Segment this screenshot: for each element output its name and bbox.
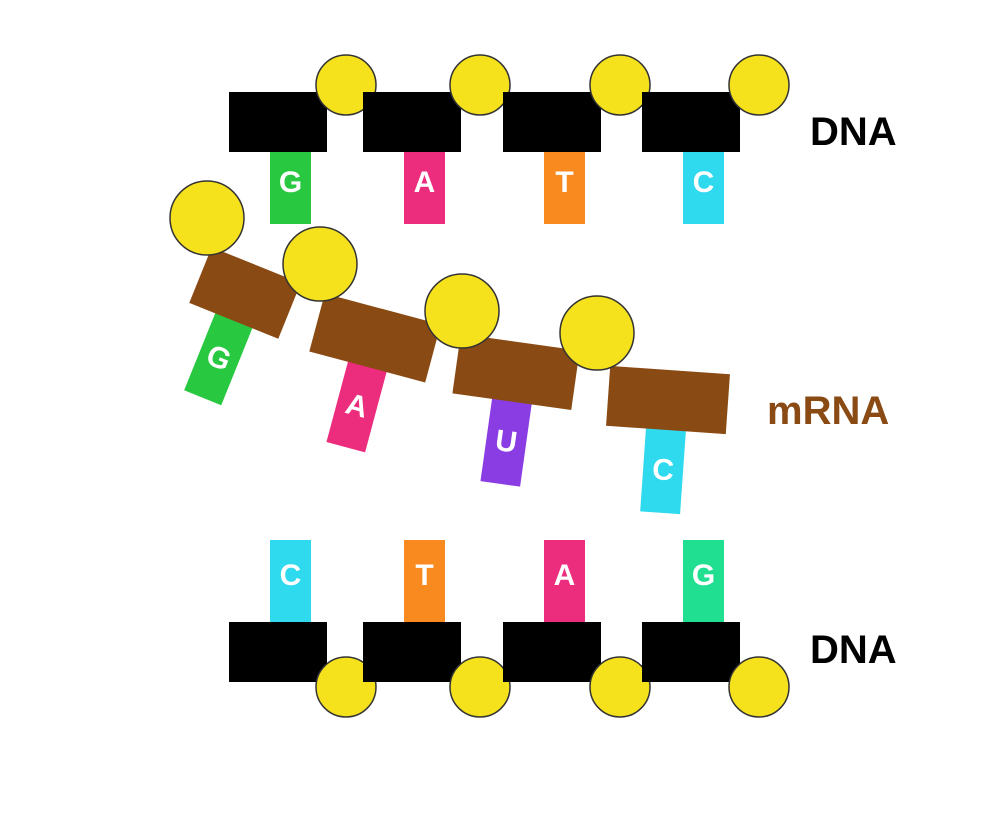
phosphate-circle bbox=[449, 656, 511, 718]
base-block bbox=[404, 150, 445, 224]
base-block bbox=[683, 150, 724, 224]
base-block bbox=[184, 308, 255, 406]
nucleotide-base-G: G bbox=[683, 540, 724, 622]
base-block bbox=[270, 540, 311, 622]
sugar-block bbox=[363, 92, 461, 152]
mrna-nucleotide: C bbox=[606, 365, 730, 515]
phosphate-circle bbox=[449, 54, 511, 116]
base-block bbox=[480, 393, 533, 487]
base-block bbox=[683, 540, 724, 622]
nucleotide-base-T: T bbox=[404, 540, 445, 622]
base-letter: U bbox=[493, 424, 519, 460]
sugar-block bbox=[363, 622, 461, 682]
mrna-nucleotide: U bbox=[452, 333, 580, 487]
ribose-block bbox=[309, 293, 441, 383]
base-block bbox=[544, 540, 585, 622]
phosphate-circle bbox=[589, 656, 651, 718]
nucleotide-base-C: C bbox=[270, 540, 311, 622]
mrna-nucleotide: A bbox=[309, 293, 441, 453]
nucleotide-base-A: A bbox=[544, 540, 585, 622]
mrna-nucleotide: G bbox=[184, 247, 301, 406]
phosphate-circle bbox=[728, 54, 790, 116]
base-letter: C bbox=[693, 166, 715, 199]
nucleotide-base-G: G bbox=[270, 150, 311, 224]
nucleotide-base-U: U bbox=[480, 393, 533, 487]
nucleotide-base-A: A bbox=[404, 150, 445, 224]
base-letter: G bbox=[692, 559, 715, 592]
base-letter: T bbox=[415, 559, 433, 592]
base-letter: C bbox=[651, 453, 675, 487]
phosphate-circle bbox=[282, 226, 358, 302]
top-dna-label: DNA bbox=[810, 110, 897, 154]
ribose-block bbox=[606, 365, 730, 435]
nucleotide-base-T: T bbox=[544, 150, 585, 224]
sugar-block bbox=[642, 92, 740, 152]
base-letter: G bbox=[279, 166, 302, 199]
base-letter: C bbox=[280, 559, 302, 592]
phosphate-circle bbox=[315, 54, 377, 116]
base-block bbox=[544, 150, 585, 224]
phosphate-circle bbox=[559, 295, 635, 371]
bottom-dna-label: DNA bbox=[810, 628, 897, 672]
phosphate-circle bbox=[169, 180, 245, 256]
phosphate-circle bbox=[728, 656, 790, 718]
ribose-block bbox=[189, 247, 301, 339]
nucleotide-base-C: C bbox=[640, 423, 687, 515]
sugar-block bbox=[642, 622, 740, 682]
base-letter: A bbox=[554, 559, 576, 592]
nucleotide-base-A: A bbox=[326, 356, 388, 453]
sugar-block bbox=[503, 622, 601, 682]
sugar-block bbox=[229, 92, 327, 152]
base-block bbox=[326, 356, 388, 453]
sugar-block bbox=[229, 622, 327, 682]
sugar-block bbox=[503, 92, 601, 152]
base-block bbox=[404, 540, 445, 622]
base-block bbox=[640, 423, 687, 515]
base-block bbox=[270, 150, 311, 224]
nucleotide-base-C: C bbox=[683, 150, 724, 224]
nucleotide-base-G: G bbox=[184, 308, 255, 406]
phosphate-circle bbox=[424, 273, 500, 349]
base-letter: T bbox=[555, 166, 573, 199]
phosphate-circle bbox=[315, 656, 377, 718]
base-letter: A bbox=[414, 166, 436, 199]
ribose-block bbox=[452, 333, 580, 411]
mrna-label: mRNA bbox=[767, 389, 889, 433]
phosphate-circle bbox=[589, 54, 651, 116]
